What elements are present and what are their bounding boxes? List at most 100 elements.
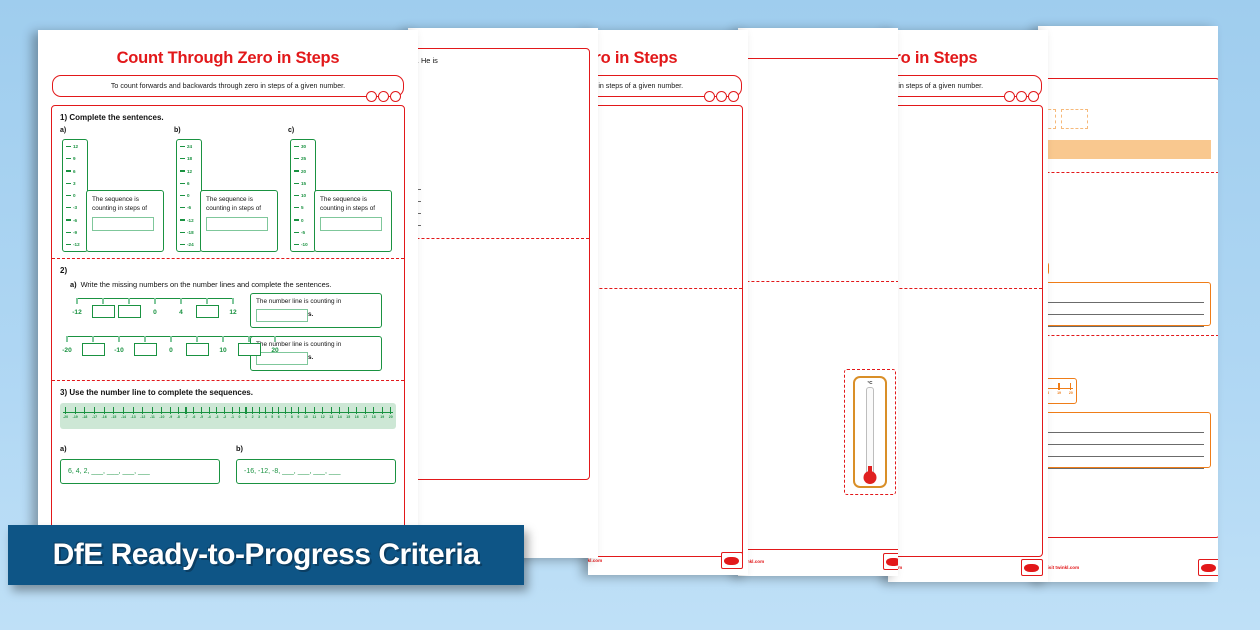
scale-tick: 0 [294,218,315,223]
number-line-blank-box[interactable] [132,336,158,356]
ruler-tick: -10 [159,406,164,419]
q1-sentence-text: The sequence is counting in steps of [92,196,148,213]
ruler-tick: -14 [121,406,126,419]
p3-aim-bar: To count forwards and backwards through … [588,75,742,102]
ruler-tick: -9 [169,406,172,419]
p6-footer: Count Through Zero in Steps visit twinkl… [1038,559,1218,576]
q2-sentence-1[interactable]: The number line is counting in s. [250,293,382,328]
q1-sentence-card[interactable]: The sequence is counting in steps of [86,190,164,252]
scale-tick: 12 [180,169,201,174]
q1-answer-blank[interactable] [206,216,268,231]
q1-sentence-text: The sequence is counting in steps of [320,196,376,213]
p2-intro: Two numbers on a number line are -3 and … [408,56,438,65]
q1-part-label: c) [288,127,295,134]
p3-number-line-2[interactable] [588,211,734,237]
q1-sentence-card[interactable]: The sequence is counting in steps of [200,190,278,252]
q3-seq-a[interactable]: 6, 4, 2, ___, ___, ___, ___ [60,458,220,484]
ruler-tick: -8 [177,406,180,419]
q2-sentence-2[interactable]: The number line is counting in s. [250,335,382,371]
p6-money-l2: ay, he accidentally spent £5. How [1038,352,1211,361]
worksheet-page-3[interactable]: Count Through Zero in Steps To count for… [588,30,748,575]
q1-sentence-card[interactable]: The sequence is counting in steps of [314,190,392,252]
ruler-tick: 19 [1057,383,1061,395]
worksheet-page-1[interactable]: Count Through Zero in Steps To count for… [38,30,418,555]
p6-pattern-text: hem to work out the pattern and [1038,86,1211,95]
temperature-sentence[interactable]: counting in steps of. [588,322,734,335]
scale-tick: -18 [180,230,201,235]
q3-seq-a-label: a) [60,443,67,453]
p4-intro-l2: ing out is below. [738,75,896,84]
p6-footer-link[interactable]: visit twinkl.com [1044,565,1080,570]
scale-tick: 20 [294,169,315,174]
number-line-blank-box[interactable] [194,298,220,318]
q3-text: Use the number line to complete the sequ… [69,387,253,397]
ruler-tick: -5 [200,406,203,419]
scale-tick: 0 [180,193,201,198]
step-sentence[interactable]: /forwards in steps of. [888,410,1034,423]
q3-seq-b[interactable]: -16, -12, -8, ___, ___, ___, ___ [236,458,396,484]
worksheet-page-5[interactable]: Count Through Zero in Steps To count for… [888,30,1048,582]
ruler-tick: 9 [297,406,299,419]
ruler-tick: 1 [245,406,247,419]
number-line-value: -10 [106,336,132,354]
ruler-tick: -4 [208,406,211,419]
q3-heading: 3) Use the number line to complete the s… [60,388,396,397]
number-line-blank-box[interactable] [80,336,106,356]
ruler-tick: -12 [140,406,145,419]
p4-footer-link[interactable]: visit twinkl.com [738,559,765,564]
q2-text: Write the missing numbers on the number … [80,280,332,289]
ruler-tick: 3 [258,406,260,419]
scale-tick: 12 [66,144,87,149]
ruler-tick: -7 [184,406,188,419]
p3-footer-link[interactable]: visit twinkl.com [588,558,603,563]
scale-tick: 3 [66,181,87,186]
number-line-blank-box[interactable] [236,336,262,356]
p6-cell[interactable] [1061,109,1088,129]
temperature-sentence[interactable]: counting in steps of. [588,410,734,423]
q2-sub-label: a) [70,280,77,289]
p5-number-line-1[interactable]: 48 [888,133,1034,159]
scale-tick: 0 [66,193,87,198]
number-line-blank-box[interactable] [90,298,116,318]
p3-number-line-1[interactable]: 20 [588,133,734,159]
worksheet-page-6[interactable]: hem to work out the pattern and ence is … [1038,26,1218,582]
ruler-tick: 12 [321,406,325,419]
q1-answer-blank[interactable] [320,216,382,231]
ruler-tick: 2 [252,406,254,419]
q2-suffix-2: s. [308,354,314,362]
worksheet-page-2[interactable]: Two numbers on a number line are -3 and … [408,28,598,558]
p6-answer-box[interactable] [1038,421,1204,469]
q3-number-line[interactable]: -20-19-18-17-16-15-14-13-12-11-10-9-8-7-… [60,402,396,429]
ruler-tick: -1 [231,406,234,419]
p5-aim-bar: To count forwards and backwards through … [888,75,1042,102]
q1-answer-blank[interactable] [92,216,154,231]
ruler-tick: -18 [82,406,87,419]
number-line-blank-box[interactable] [116,298,142,318]
ruler-tick: 18 [372,406,376,419]
scale-tick: -10 [294,242,315,247]
worksheet-page-4[interactable]: this number line. She wants to ing out i… [738,28,898,576]
temperature-row: °C°C°Ccounting in steps of. [588,384,734,423]
p4-thermo-unit: °C [867,380,873,385]
temperature-sentence[interactable]: counting in steps of. [588,366,734,379]
p6-money-l3: of his account on the number line. [1038,361,1211,370]
ruler-tick: 16 [355,406,359,419]
q2-suffix-1: s. [308,311,314,319]
step-sentence[interactable]: /forwards in steps of. [888,366,1034,379]
scale-tick: -12 [180,218,201,223]
number-line-blank-box[interactable] [184,336,210,356]
step-sentence[interactable]: /forwards in steps of. [888,322,1034,335]
p3-title: Count Through Zero in Steps [588,49,678,67]
scale-tick: 10 [294,193,315,198]
ruler-tick: -20 [63,406,68,419]
scale-tick: -24 [180,242,201,247]
p6-working-box[interactable] [1038,291,1204,327]
p5-number-line-2[interactable] [888,211,1034,237]
